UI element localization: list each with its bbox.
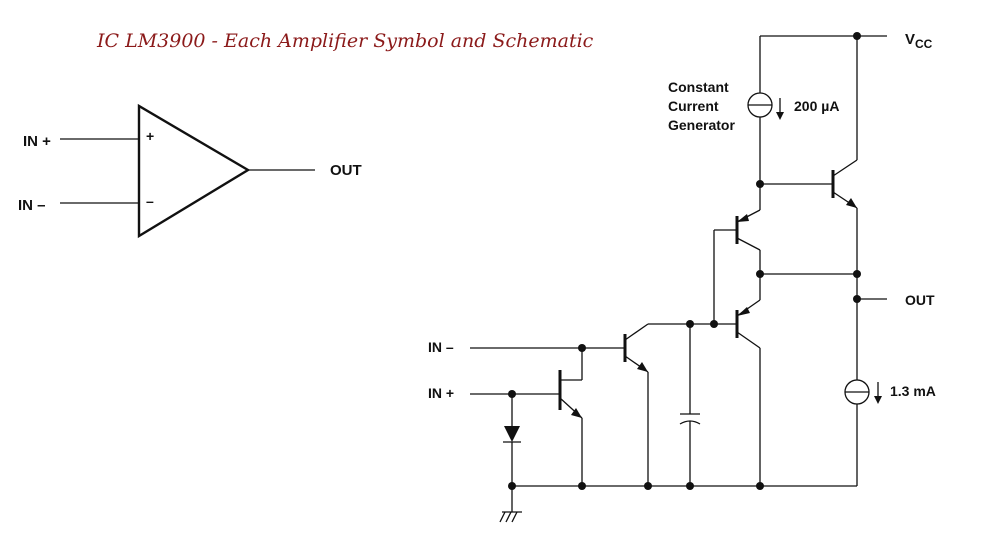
transistor-q3-icon bbox=[714, 299, 761, 349]
transistor-q-output-icon bbox=[760, 159, 858, 209]
symbol-in-plus-label: IN + bbox=[23, 133, 51, 150]
opamp-symbol: + – IN + IN – OUT bbox=[18, 103, 362, 239]
diode-icon bbox=[504, 426, 520, 442]
current-arrow-bottom-icon bbox=[874, 396, 882, 404]
opamp-triangle bbox=[137, 103, 251, 239]
symbol-in-minus-label: IN – bbox=[18, 197, 46, 214]
plus-sign: + bbox=[146, 128, 154, 144]
schematic-out-label: OUT bbox=[905, 292, 935, 308]
current-arrow-top-icon bbox=[776, 112, 784, 120]
ccg-label-line3: Generator bbox=[668, 117, 735, 133]
ccg-label-line1: Constant bbox=[668, 79, 729, 95]
symbol-out-label: OUT bbox=[330, 162, 362, 179]
schematic: VCC 200 µA Constant Current Generator OU… bbox=[428, 31, 936, 523]
junction-dots bbox=[508, 32, 861, 490]
schematic-in-plus-label: IN + bbox=[428, 385, 454, 401]
ccg-label-line2: Current bbox=[668, 98, 719, 114]
transistor-q5-icon bbox=[558, 370, 583, 419]
top-current-label: 200 µA bbox=[794, 98, 839, 114]
ground-icon bbox=[499, 511, 522, 523]
vcc-label: VCC bbox=[905, 31, 933, 51]
transistor-q4-icon bbox=[623, 323, 649, 373]
diagram-title: IC LM3900 - Each Amplifier Symbol and Sc… bbox=[97, 30, 594, 52]
schematic-in-minus-label: IN – bbox=[428, 339, 454, 355]
transistor-q2-icon bbox=[714, 209, 761, 251]
minus-sign: – bbox=[146, 193, 154, 209]
bottom-current-label: 1.3 mA bbox=[890, 383, 936, 399]
